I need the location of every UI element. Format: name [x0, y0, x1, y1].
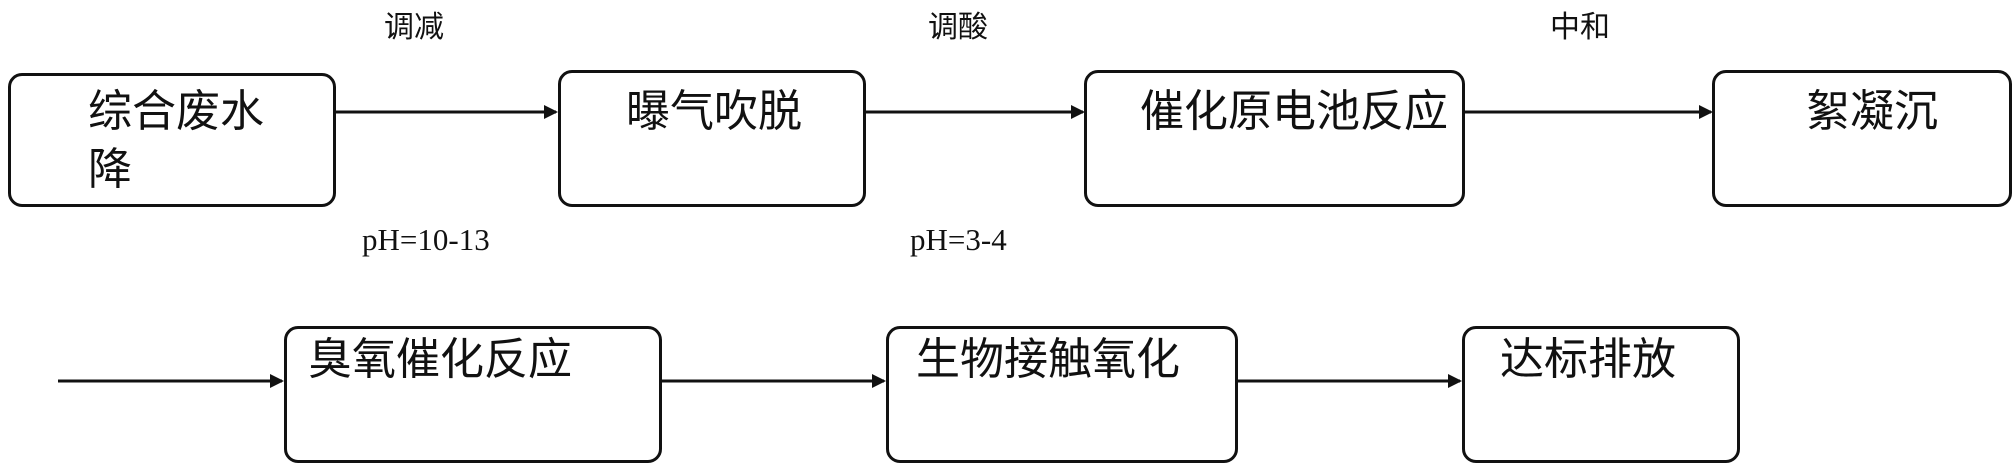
step-comprehensive-wastewater: [8, 73, 336, 207]
step-discharge: [1462, 326, 1740, 463]
step-bio-contact-oxidation: [886, 326, 1238, 463]
box-text-bio: 生物接触氧化: [916, 334, 1180, 385]
box-text-flocculation: 絮凝沉: [1806, 86, 1938, 137]
label-adjust-alkali: 调减: [384, 10, 444, 45]
box-text-wastewater-line2: 降: [88, 144, 132, 195]
box-text-aeration: 曝气吹脱: [626, 86, 802, 137]
label-ph-alkaline: pH=10-13: [362, 222, 490, 257]
step-aeration-stripping: [558, 70, 866, 207]
step-flocculation: [1712, 70, 2012, 207]
box-text-discharge: 达标排放: [1500, 334, 1676, 385]
step-ozone-catalytic: [284, 326, 662, 463]
label-adjust-acid: 调酸: [928, 10, 988, 45]
label-ph-acidic: pH=3-4: [910, 222, 1007, 257]
step-catalytic-galvanic: [1084, 70, 1465, 207]
box-text-ozone: 臭氧催化反应: [308, 334, 572, 385]
label-neutralize: 中和: [1550, 10, 1610, 45]
box-text-catalytic: 催化原电池反应: [1140, 86, 1448, 137]
box-text-wastewater-line1: 综合废水: [88, 86, 264, 137]
